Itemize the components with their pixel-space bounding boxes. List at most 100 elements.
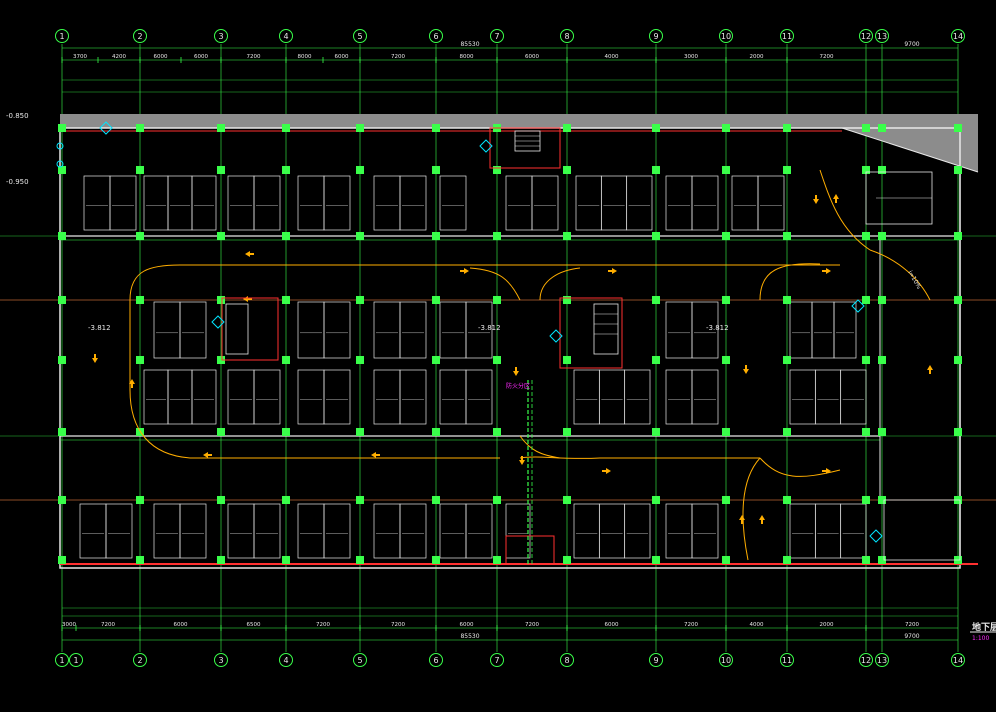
column bbox=[58, 356, 66, 364]
column bbox=[783, 232, 791, 240]
parking-stall bbox=[505, 503, 531, 559]
traffic-arrow bbox=[371, 452, 376, 458]
column bbox=[432, 166, 440, 174]
column bbox=[58, 556, 66, 564]
axis-bubble bbox=[55, 653, 69, 667]
column bbox=[783, 496, 791, 504]
parking-stall bbox=[109, 175, 137, 231]
traffic-arrow bbox=[739, 515, 745, 520]
column bbox=[58, 428, 66, 436]
column bbox=[282, 428, 290, 436]
column bbox=[722, 296, 730, 304]
parking-stall bbox=[757, 175, 785, 231]
axis-bubble bbox=[649, 29, 663, 43]
traffic-arrow-tail bbox=[460, 270, 464, 272]
lane-curve bbox=[742, 457, 761, 561]
axis-bubble-label: 7 bbox=[494, 656, 499, 665]
axis-bubble bbox=[429, 653, 443, 667]
axis-bubble bbox=[875, 29, 889, 43]
traffic-arrow bbox=[92, 358, 98, 363]
column bbox=[356, 356, 364, 364]
column bbox=[862, 124, 870, 132]
column bbox=[563, 356, 571, 364]
column bbox=[217, 356, 225, 364]
axis-bubble bbox=[859, 653, 873, 667]
drawing-scale: 1:100 bbox=[972, 635, 989, 642]
dim-value: 7200 bbox=[391, 622, 405, 628]
column bbox=[563, 124, 571, 132]
traffic-arrow-tail bbox=[602, 470, 606, 472]
column bbox=[282, 556, 290, 564]
column bbox=[493, 356, 501, 364]
axis-bubble-label: 3 bbox=[218, 656, 223, 665]
parking-stall bbox=[691, 503, 719, 559]
dim-value: 4000 bbox=[605, 54, 619, 60]
column bbox=[282, 496, 290, 504]
dim-value: 3700 bbox=[73, 54, 87, 60]
cyan-equipment-marks bbox=[56, 121, 883, 543]
annotations: -0.850 -0.950 -3.812 -3.812 -3.812 i=10%… bbox=[6, 112, 996, 642]
column bbox=[862, 166, 870, 174]
column bbox=[783, 166, 791, 174]
traffic-arrow bbox=[743, 369, 749, 374]
traffic-arrow-tail bbox=[741, 520, 743, 524]
lane-curve bbox=[129, 264, 840, 301]
traffic-arrow bbox=[606, 468, 611, 474]
axis-bubble-label: 10 bbox=[721, 656, 731, 665]
column bbox=[493, 296, 501, 304]
dim-value: 7200 bbox=[525, 622, 539, 628]
axis-bubble bbox=[719, 29, 733, 43]
column bbox=[862, 232, 870, 240]
column bbox=[878, 496, 886, 504]
elev-left-1: -0.850 bbox=[6, 112, 29, 120]
dim-right: 9700 bbox=[904, 633, 919, 640]
traffic-arrow bbox=[513, 371, 519, 376]
column bbox=[652, 232, 660, 240]
lane-curve bbox=[759, 263, 821, 301]
dim-value: 7200 bbox=[820, 54, 834, 60]
parking-stall bbox=[323, 301, 351, 359]
axis-bubble bbox=[649, 653, 663, 667]
axis-bubble-label: 2 bbox=[137, 32, 142, 41]
axis-bubble-label: 5 bbox=[357, 656, 362, 665]
column bbox=[432, 124, 440, 132]
column bbox=[652, 428, 660, 436]
parking-stall bbox=[439, 175, 467, 231]
column bbox=[722, 124, 730, 132]
dim-value: 3000 bbox=[62, 622, 76, 628]
axis-bubble-label: 13 bbox=[877, 656, 887, 665]
column bbox=[356, 124, 364, 132]
column bbox=[282, 124, 290, 132]
column bbox=[652, 356, 660, 364]
column bbox=[136, 296, 144, 304]
axis-bubble-label: 12 bbox=[861, 32, 871, 41]
column bbox=[493, 428, 501, 436]
dim-value: 6000 bbox=[174, 622, 188, 628]
column bbox=[136, 556, 144, 564]
lane-curve bbox=[469, 267, 521, 301]
axis-bubble bbox=[55, 29, 69, 43]
axis-bubble bbox=[69, 653, 83, 667]
dim-value: 6000 bbox=[605, 622, 619, 628]
dim-value: 7200 bbox=[905, 622, 919, 628]
axis-bubble bbox=[133, 653, 147, 667]
dim-value: 6000 bbox=[194, 54, 208, 60]
axis-bubble-label: 10 bbox=[721, 32, 731, 41]
parking-stall bbox=[531, 175, 559, 231]
traffic-arrow bbox=[203, 452, 208, 458]
column bbox=[563, 166, 571, 174]
column bbox=[862, 296, 870, 304]
dim-value: 6000 bbox=[154, 54, 168, 60]
column bbox=[432, 356, 440, 364]
axis-bubble-label: 9 bbox=[653, 656, 658, 665]
parking-stall bbox=[399, 369, 427, 425]
lane-curve bbox=[519, 435, 561, 459]
parking-stall bbox=[840, 503, 867, 559]
parking-stall bbox=[179, 301, 207, 359]
axis-bubble bbox=[429, 29, 443, 43]
axis-bubble bbox=[353, 29, 367, 43]
roof-slab-shading bbox=[60, 114, 978, 172]
column bbox=[356, 428, 364, 436]
axis-bubble-label: 11 bbox=[782, 656, 792, 665]
